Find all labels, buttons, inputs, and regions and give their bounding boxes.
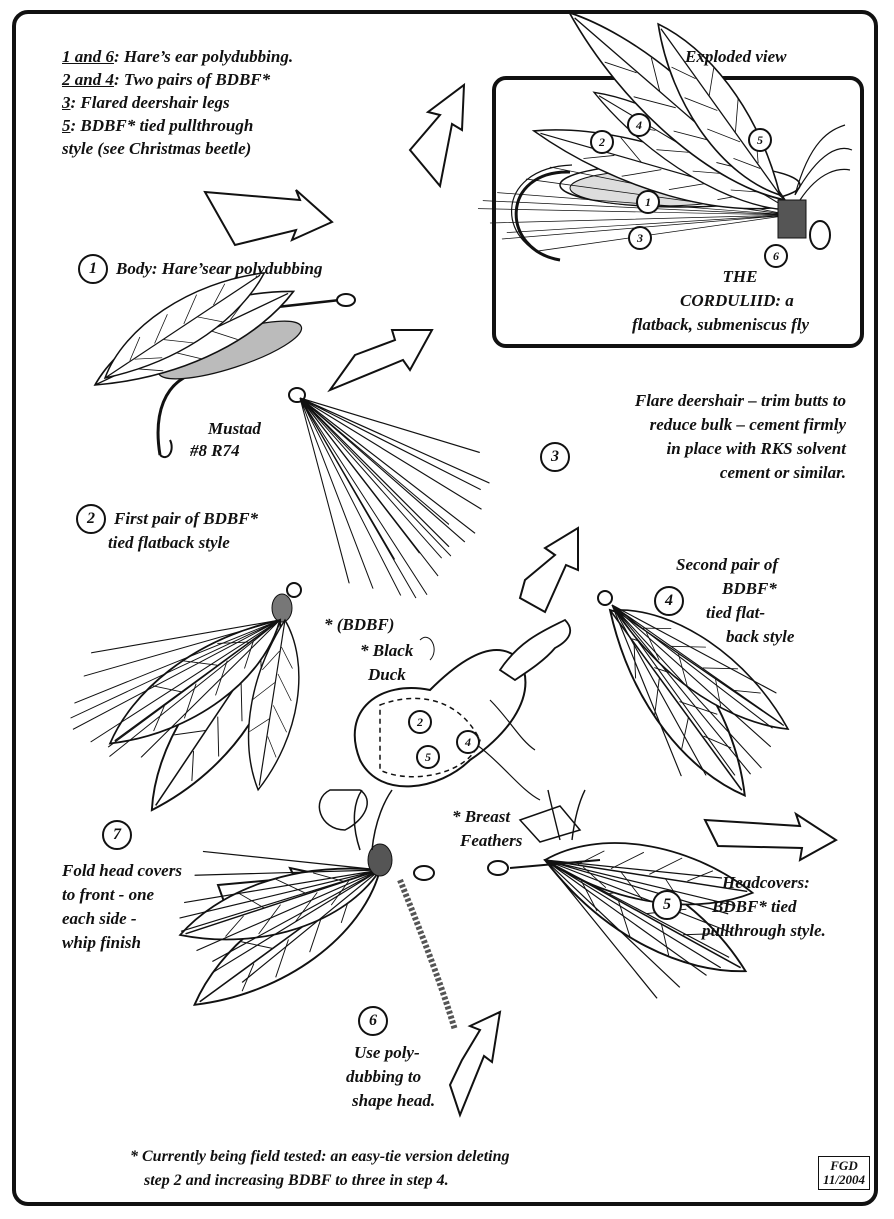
step7-fly-illustration xyxy=(44,563,317,824)
duck-region-label-2: 2 xyxy=(408,710,432,734)
signature-line-1: FGD xyxy=(819,1159,869,1173)
legend-line-4: 5: BDBF* tied pullthrough xyxy=(62,115,253,136)
legend-key-2: 2 and 4 xyxy=(62,70,114,89)
step3-line-3: in place with RKS solvent xyxy=(490,438,846,459)
exploded-name-line-2: CORDULIID: a xyxy=(680,290,794,311)
duck-label-line-1: * (BDBF) xyxy=(324,614,394,635)
step7-line-1: Fold head covers xyxy=(62,860,182,881)
exploded-label-5: 5 xyxy=(748,128,772,152)
step7-line-3: each side - xyxy=(62,908,137,929)
step5-line-1: Headcovers: xyxy=(722,872,810,893)
exploded-name-line-1: THE xyxy=(700,266,780,287)
legend-line-1: 1 and 6: Hare’s ear polydubbing. xyxy=(62,46,293,67)
step5-line-2: BDBF* tied xyxy=(712,896,797,917)
step3-line-4: cement or similar. xyxy=(490,462,846,483)
signature-stamp: FGD 11/2004 xyxy=(818,1156,870,1190)
legend-key-1: 1 and 6 xyxy=(62,47,114,66)
duck-region-label-5: 5 xyxy=(416,745,440,769)
legend-line-2: 2 and 4: Two pairs of BDBF* xyxy=(62,69,270,90)
step7-line-2: to front - one xyxy=(62,884,154,905)
legend-text-2: : Two pairs of BDBF* xyxy=(114,70,270,89)
step7-number: 7 xyxy=(102,820,132,850)
breast-label-line-2: Feathers xyxy=(460,830,522,851)
step3-line-1: Flare deershair – trim butts to xyxy=(490,390,846,411)
duck-label-line-2: * Black xyxy=(360,640,413,661)
legend-key-4: 5 xyxy=(62,116,71,135)
step6-fly-illustration xyxy=(158,790,455,1030)
footnote-line-2: step 2 and increasing BDBF to three in s… xyxy=(144,1170,449,1191)
step6-number: 6 xyxy=(358,1006,388,1036)
legend-key-3: 3 xyxy=(62,93,71,112)
exploded-label-4: 4 xyxy=(627,113,651,137)
exploded-label-3: 3 xyxy=(628,226,652,250)
step2-line-1: First pair of BDBF* xyxy=(114,508,258,529)
step6-line-2: dubbing to xyxy=(346,1066,421,1087)
step3-deerhair-illustration xyxy=(246,350,515,627)
step4-fly-illustration xyxy=(561,567,806,815)
legend-text-4: : BDBF* tied pullthrough xyxy=(71,116,254,135)
duck-label-line-3: Duck xyxy=(368,664,406,685)
step2-line-2: tied flatback style xyxy=(108,532,230,553)
exploded-label-2: 2 xyxy=(590,130,614,154)
legend-line-3: 3: Flared deershair legs xyxy=(62,92,230,113)
exploded-view-box xyxy=(478,0,862,346)
step4-line-1: Second pair of xyxy=(676,554,778,575)
step4-line-2: BDBF* xyxy=(722,578,777,599)
step1-text: Body: Hare’sear polydubbing xyxy=(116,258,323,279)
step6-line-1: Use poly- xyxy=(354,1042,420,1063)
signature-line-2: 11/2004 xyxy=(819,1173,869,1187)
duck-region-label-4: 4 xyxy=(456,730,480,754)
exploded-label-6: 6 xyxy=(764,244,788,268)
step4-number: 4 xyxy=(654,586,684,616)
step3-line-2: reduce bulk – cement firmly xyxy=(490,414,846,435)
step5-line-3: pullthrough style. xyxy=(702,920,826,941)
hook-label-line-1: Mustad xyxy=(208,418,261,439)
step4-line-3: tied flat- xyxy=(706,602,765,623)
step6-line-3: shape head. xyxy=(352,1090,435,1111)
breast-label-line-1: * Breast xyxy=(452,806,510,827)
hook-label-line-2: #8 R74 xyxy=(190,440,240,461)
exploded-name-line-3: flatback, submeniscus fly xyxy=(632,314,809,335)
step1-number: 1 xyxy=(78,254,108,284)
step7-line-4: whip finish xyxy=(62,932,141,953)
footnote-line-1: * Currently being field tested: an easy-… xyxy=(130,1146,510,1167)
step2-number: 2 xyxy=(76,504,106,534)
legend-text-3: : Flared deershair legs xyxy=(71,93,230,112)
exploded-view-title: Exploded view xyxy=(685,46,787,67)
legend-text-1: : Hare’s ear polydubbing. xyxy=(114,47,293,66)
step4-line-4: back style xyxy=(726,626,794,647)
legend-line-5: style (see Christmas beetle) xyxy=(62,138,251,159)
step5-number: 5 xyxy=(652,890,682,920)
exploded-label-1: 1 xyxy=(636,190,660,214)
